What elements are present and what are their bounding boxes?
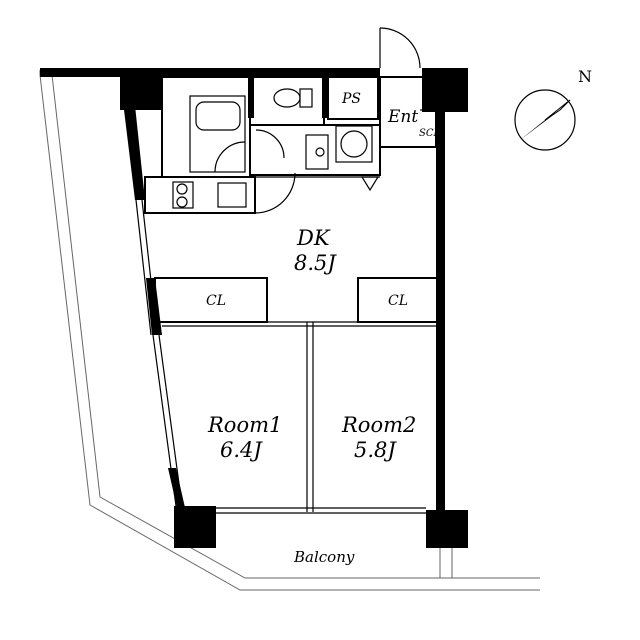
room1-size: 6.4J bbox=[220, 438, 263, 462]
closets bbox=[154, 277, 439, 327]
left-windows bbox=[135, 199, 183, 507]
entrance bbox=[360, 27, 437, 192]
room2-name: Room2 bbox=[341, 413, 416, 437]
balcony-label: Balcony bbox=[293, 548, 355, 566]
kitchen bbox=[144, 172, 296, 214]
ps-label: PS bbox=[341, 91, 361, 107]
shoe-closet-label: SCL bbox=[419, 128, 441, 139]
entrance-label: Ent bbox=[387, 107, 418, 127]
dk-name: DK bbox=[296, 226, 331, 250]
dk-size: 8.5J bbox=[294, 251, 337, 275]
north-compass bbox=[514, 89, 576, 151]
room1-name: Room1 bbox=[207, 413, 282, 437]
closet-right-label: CL bbox=[388, 293, 408, 309]
room2-size: 5.8J bbox=[354, 438, 397, 462]
north-label: N bbox=[578, 67, 592, 86]
room-partition bbox=[216, 322, 426, 514]
closet-left-label: CL bbox=[206, 293, 226, 309]
